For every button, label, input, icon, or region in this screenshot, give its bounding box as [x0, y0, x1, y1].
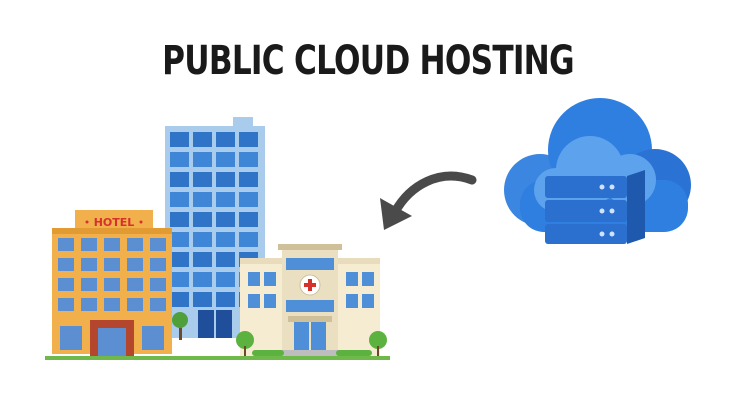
window — [346, 294, 358, 308]
window — [58, 278, 74, 291]
window — [216, 292, 235, 307]
window — [104, 238, 120, 251]
window — [104, 298, 120, 311]
curved-arrow-icon — [380, 171, 477, 230]
window — [286, 258, 334, 270]
hotel-building-icon: HOTEL — [52, 210, 172, 356]
window — [362, 272, 374, 286]
window — [193, 132, 212, 147]
window — [127, 238, 143, 251]
window — [264, 272, 276, 286]
window — [264, 294, 276, 308]
window — [170, 252, 189, 267]
window — [346, 272, 358, 286]
window — [81, 258, 97, 271]
window — [81, 278, 97, 291]
window — [216, 232, 235, 247]
hotel-sign: HOTEL — [94, 216, 135, 229]
window — [216, 212, 235, 227]
window — [216, 192, 235, 207]
window — [248, 294, 260, 308]
window — [170, 132, 189, 147]
window — [81, 298, 97, 311]
window — [193, 252, 212, 267]
window — [170, 172, 189, 187]
window — [58, 238, 74, 251]
window — [170, 212, 189, 227]
window — [150, 278, 166, 291]
window — [362, 294, 374, 308]
window — [193, 192, 212, 207]
window — [216, 252, 235, 267]
window — [193, 272, 212, 287]
window — [150, 238, 166, 251]
window — [286, 300, 334, 312]
window — [127, 298, 143, 311]
window — [239, 132, 258, 147]
page-title: PUBLIC CLOUD HOSTING — [162, 38, 574, 84]
window — [170, 272, 189, 287]
window — [193, 212, 212, 227]
window — [127, 258, 143, 271]
cloud-server-icon — [504, 98, 691, 244]
window — [216, 272, 235, 287]
window — [239, 192, 258, 207]
window — [104, 258, 120, 271]
window — [58, 258, 74, 271]
window — [239, 152, 258, 167]
window — [170, 292, 189, 307]
window — [216, 172, 235, 187]
window — [150, 258, 166, 271]
window — [170, 192, 189, 207]
window — [248, 272, 260, 286]
tree-icon — [172, 312, 188, 340]
window — [170, 152, 189, 167]
window — [127, 278, 143, 291]
window — [239, 232, 258, 247]
ground-strip — [45, 356, 390, 360]
window — [193, 172, 212, 187]
window — [193, 152, 212, 167]
window — [193, 232, 212, 247]
window — [58, 298, 74, 311]
window — [170, 232, 189, 247]
window — [239, 172, 258, 187]
window — [104, 278, 120, 291]
window — [150, 298, 166, 311]
window — [193, 292, 212, 307]
window — [81, 238, 97, 251]
window — [216, 132, 235, 147]
window — [239, 212, 258, 227]
window — [216, 152, 235, 167]
hospital-building-icon — [236, 244, 387, 356]
